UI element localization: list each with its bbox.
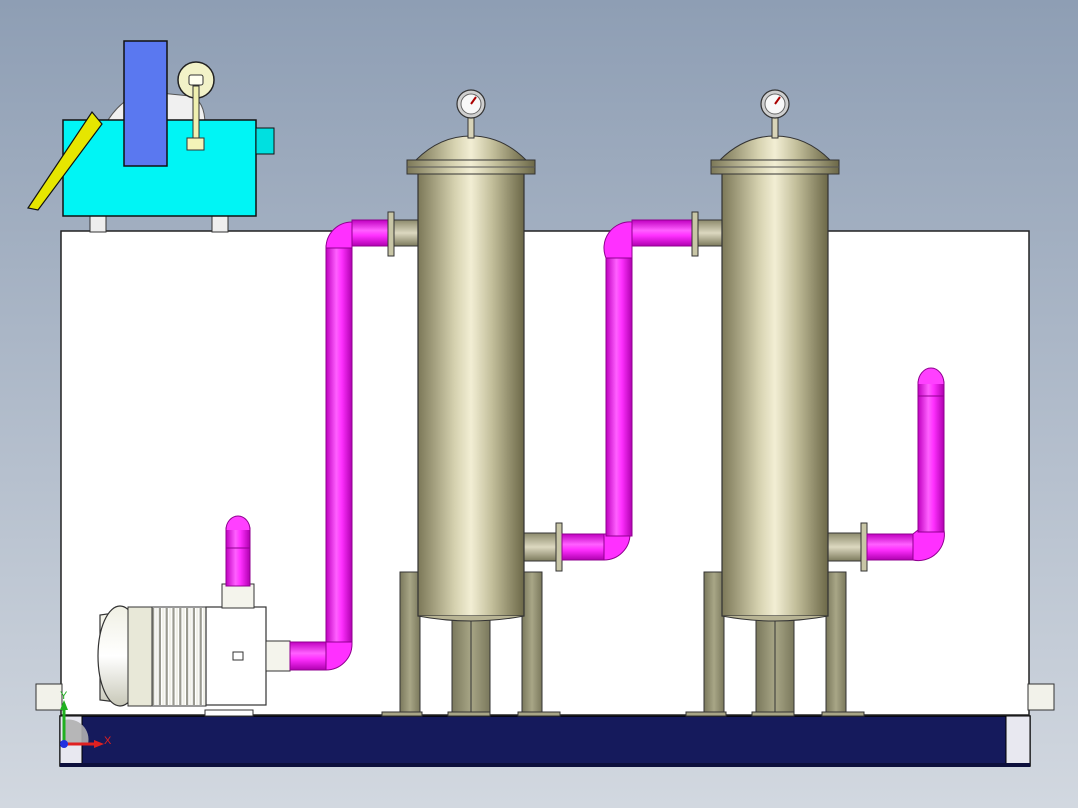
pressure-gauge-icon [456, 89, 486, 119]
water-tank [35, 230, 1055, 716]
pipework [225, 211, 945, 671]
axis-triad: Y X [60, 690, 112, 748]
pump-motor [97, 583, 291, 717]
filter-vessel-1 [381, 89, 561, 717]
pressure-gauge-icon [760, 89, 790, 119]
filter-vessel-2 [685, 89, 865, 717]
base-frame [59, 715, 1031, 767]
y-axis-label: Y [60, 690, 68, 702]
x-axis-label: X [104, 735, 112, 747]
blower-unit [27, 40, 275, 233]
